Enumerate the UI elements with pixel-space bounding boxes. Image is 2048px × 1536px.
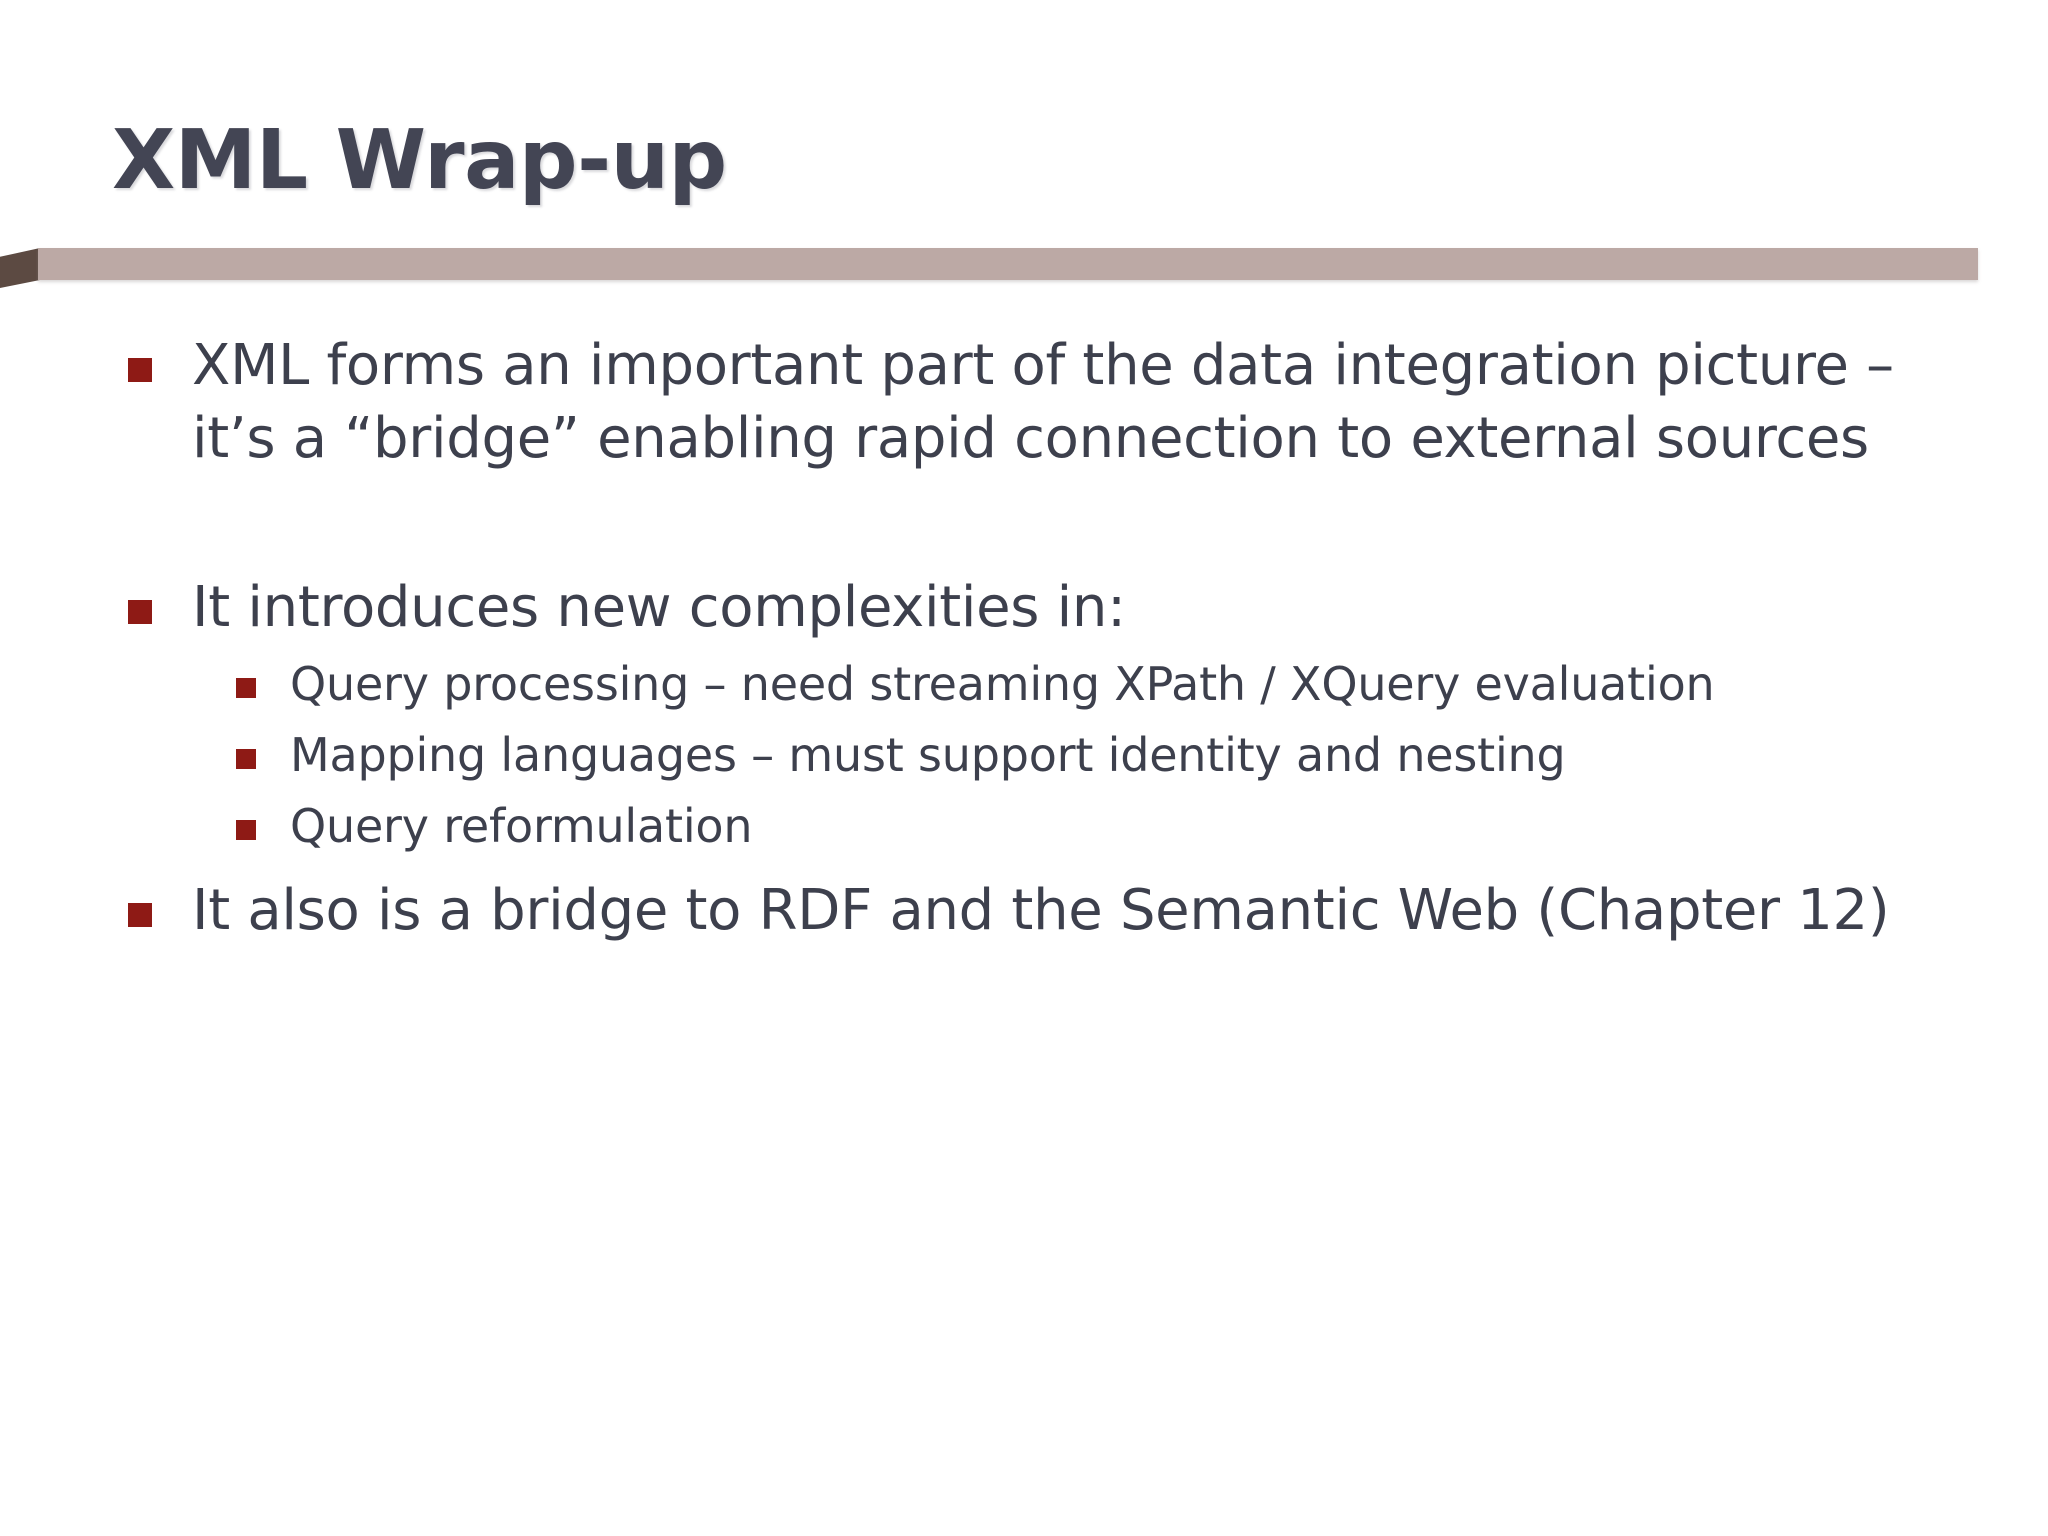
bullet-list: XML forms an important part of the data … (0, 330, 2048, 1510)
square-bullet-icon (236, 749, 256, 770)
list-item: Query processing – need streaming XPath … (0, 654, 2048, 715)
square-bullet-icon (236, 678, 256, 699)
bar-body (38, 248, 1978, 280)
paragraph-spacer (0, 476, 2048, 572)
list-item: Mapping languages – must support identit… (0, 725, 2048, 786)
bullet-text: Query reformulation (290, 798, 753, 853)
square-bullet-icon (236, 819, 256, 840)
bullet-text: It also is a bridge to RDF and the Seman… (192, 877, 1890, 943)
square-bullet-icon (128, 902, 152, 927)
square-bullet-icon (128, 599, 152, 624)
list-item: It introduces new complexities in: (0, 572, 2048, 645)
list-item: XML forms an important part of the data … (0, 330, 2048, 476)
list-spacer (0, 857, 2048, 875)
list-spacer (0, 786, 2048, 796)
title-underline-bar (0, 248, 1978, 288)
bullet-text: XML forms an important part of the data … (192, 333, 1894, 471)
list-spacer (0, 715, 2048, 725)
list-item: It also is a bridge to RDF and the Seman… (0, 875, 2048, 948)
bullet-text: It introduces new complexities in: (192, 574, 1126, 640)
square-bullet-icon (128, 358, 152, 382)
page-title: XML Wrap-up (112, 113, 727, 208)
list-item: Query reformulation (0, 796, 2048, 857)
bullet-text: Mapping languages – must support identit… (290, 728, 1566, 783)
title-block: XML Wrap-up (112, 113, 1972, 228)
list-spacer (0, 644, 2048, 654)
bar-fold-corner-icon (0, 248, 40, 288)
bullet-text: Query processing – need streaming XPath … (290, 657, 1715, 712)
